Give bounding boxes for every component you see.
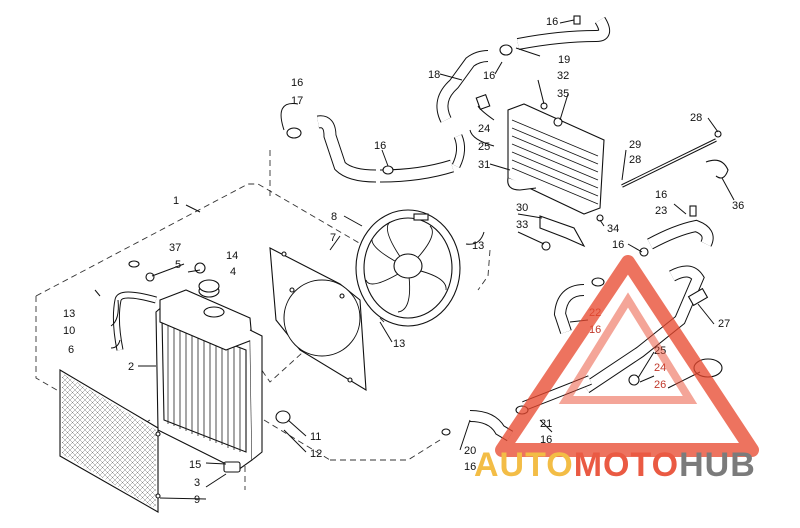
callout-12: 12 [310, 448, 322, 460]
grommet-11 [275, 410, 291, 424]
fan-shroud [269, 247, 367, 392]
callout-15: 15 [189, 459, 201, 471]
callout-13c: 13 [472, 240, 484, 252]
oil-cooler [507, 102, 605, 215]
watermark-logo: AUTOMOTOHUB [474, 255, 759, 484]
callout-16a: 16 [291, 77, 303, 89]
callout-16i: 16 [464, 461, 476, 473]
callout-3: 3 [194, 477, 200, 489]
callout-24b: 24 [654, 362, 666, 374]
watermark-auto: AUTO [474, 446, 574, 484]
callout-25b: 25 [654, 345, 666, 357]
nut-34 [596, 214, 604, 222]
callout-17: 17 [291, 95, 303, 107]
callout-13a: 13 [63, 308, 75, 320]
callout-20: 20 [464, 445, 476, 457]
callout-29: 29 [629, 139, 641, 151]
radiator-cap [198, 279, 220, 298]
callout-6: 6 [68, 344, 74, 356]
callout-31: 31 [478, 159, 490, 171]
callout-16f: 16 [612, 239, 624, 251]
clamp-36 [705, 159, 729, 179]
callout-16b: 16 [374, 140, 386, 152]
leader-lines [94, 19, 735, 500]
callout-32: 32 [557, 70, 569, 82]
callout-2: 2 [128, 361, 134, 373]
upper-radiator-hose [286, 115, 466, 183]
rod-29 [621, 130, 722, 188]
callout-14: 14 [226, 250, 238, 262]
callout-labels: 1 2 3 4 5 6 7 8 9 10 11 12 13 13 13 14 1… [63, 16, 744, 506]
radiator [155, 289, 263, 473]
callout-7: 7 [330, 232, 336, 244]
oil-cooler-hose-18 [436, 50, 491, 123]
bracket-30 [539, 215, 586, 248]
radiator-screen [59, 369, 161, 513]
callout-24a: 24 [478, 123, 490, 135]
callout-5: 5 [175, 259, 181, 271]
callout-21: 21 [540, 418, 552, 430]
hose-23 [639, 205, 714, 257]
callout-18: 18 [428, 69, 440, 81]
callout-26: 26 [654, 379, 666, 391]
callout-13b: 13 [393, 338, 405, 350]
fitting-24 [628, 374, 640, 386]
coolant-pipe [582, 265, 709, 393]
cooling-fan [355, 209, 461, 327]
callout-16d: 16 [546, 16, 558, 28]
watermark-hub: HUB [679, 446, 756, 484]
callout-10: 10 [63, 325, 75, 337]
overflow-hose [112, 291, 157, 351]
callout-34: 34 [607, 223, 619, 235]
callout-25a: 25 [478, 141, 490, 153]
callout-27: 27 [718, 318, 730, 330]
watermark-moto: MOTO [574, 446, 679, 484]
callout-1: 1 [173, 195, 179, 207]
callout-11: 11 [310, 431, 321, 443]
hose-22 [553, 277, 605, 334]
bolt-37 [128, 260, 140, 268]
oil-cooler-hose-19 [499, 15, 611, 56]
callout-16e: 16 [655, 189, 667, 201]
callout-28b: 28 [629, 154, 641, 166]
callout-35: 35 [557, 88, 569, 100]
callout-37: 37 [169, 242, 181, 254]
callout-30: 30 [516, 202, 528, 214]
callout-9: 9 [194, 494, 200, 506]
callout-28a: 28 [690, 112, 702, 124]
callout-4: 4 [230, 266, 236, 278]
callout-16c: 16 [483, 70, 495, 82]
grommet-14 [194, 262, 206, 274]
watermark-text: AUTOMOTOHUB [474, 446, 756, 484]
callout-23: 23 [655, 205, 667, 217]
callout-36: 36 [732, 200, 744, 212]
callout-19: 19 [558, 54, 570, 66]
nut-5 [145, 272, 155, 282]
callout-33: 33 [516, 219, 528, 231]
callout-8: 8 [331, 211, 337, 223]
